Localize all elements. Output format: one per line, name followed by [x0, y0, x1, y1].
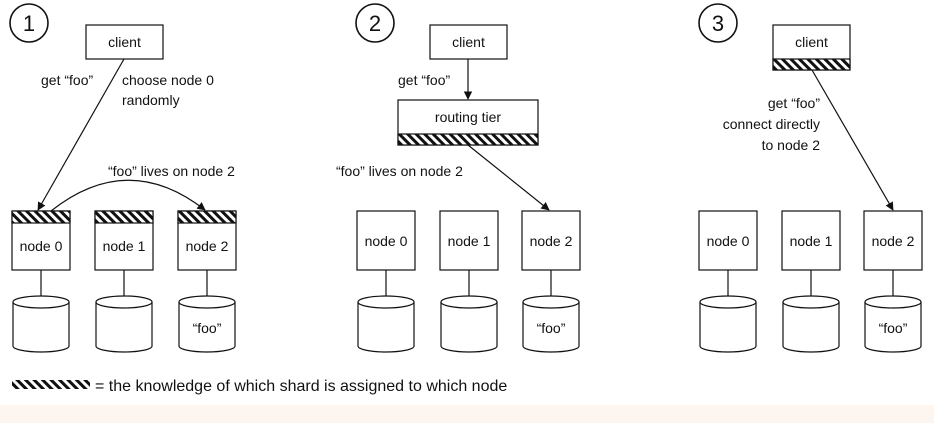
node-0: node 0	[356, 210, 416, 296]
node-label: node 1	[103, 238, 146, 254]
node-label: node 1	[790, 233, 833, 249]
node-label: node 0	[365, 233, 408, 249]
redirect-label: “foo” lives on node 2	[108, 163, 235, 179]
node-label: node 2	[872, 233, 915, 249]
storage-cylinder	[95, 295, 153, 353]
shard-knowledge-hatch	[94, 210, 154, 224]
storage-cylinder	[782, 295, 840, 353]
routing-tier-label: routing tier	[435, 109, 501, 125]
request-label: get “foo”	[41, 72, 93, 88]
redirect-arrow	[50, 179, 206, 212]
direct-request-arrow	[811, 69, 894, 211]
client-box	[85, 24, 164, 60]
route-arrow	[467, 144, 550, 211]
step-number: 1	[23, 11, 35, 36]
node-0: node 0	[698, 210, 758, 296]
request-line-3: to node 2	[762, 137, 821, 153]
client-label: client	[452, 34, 485, 50]
node-label: node 2	[186, 238, 229, 254]
request-label: get “foo”	[398, 72, 450, 88]
request-line-1: get “foo”	[768, 95, 820, 111]
storage-cylinder	[699, 295, 757, 353]
storage-cylinder: “foo”	[864, 295, 922, 353]
storage-label: “foo”	[193, 320, 222, 336]
side-note-line-2: randomly	[122, 92, 180, 108]
step-number-circle	[355, 3, 395, 43]
node-label: node 1	[448, 233, 491, 249]
shard-knowledge-hatch	[397, 133, 539, 146]
node-0: node 0	[11, 210, 71, 296]
client-box	[429, 24, 508, 60]
request-arrow	[37, 58, 125, 211]
node-1: node 1	[94, 210, 154, 296]
storage-cylinder: “foo”	[178, 295, 236, 353]
node-2: node 2	[521, 210, 581, 296]
legend-text: = the knowledge of which shard is assign…	[95, 378, 507, 395]
storage-label: “foo”	[879, 320, 908, 336]
step-number-circle	[9, 3, 49, 43]
footer-band	[0, 405, 934, 423]
client-label: client	[108, 34, 141, 50]
panel-1: 1 client get “foo” choose node 0 randoml…	[9, 3, 237, 353]
node-label: node 0	[707, 233, 750, 249]
step-number: 3	[712, 11, 724, 36]
legend: = the knowledge of which shard is assign…	[12, 378, 507, 395]
request-line-2: connect directly	[723, 116, 820, 132]
legend-hatch-swatch	[12, 380, 90, 389]
panel-2: 2 client get “foo” routing tier “foo” li…	[336, 3, 581, 353]
storage-cylinder: “foo”	[522, 295, 580, 353]
node-1: node 1	[781, 210, 841, 296]
node-label: node 2	[530, 233, 573, 249]
storage-label: “foo”	[537, 320, 566, 336]
step-number: 2	[369, 11, 381, 36]
shard-knowledge-hatch	[11, 210, 71, 224]
node-2: node 2	[177, 210, 237, 296]
step-number-circle	[698, 3, 738, 43]
shard-knowledge-hatch	[177, 210, 237, 224]
storage-cylinder	[12, 295, 70, 353]
storage-cylinder	[357, 295, 415, 353]
client-label: client	[795, 34, 828, 50]
route-note: “foo” lives on node 2	[336, 163, 463, 179]
shard-knowledge-hatch	[772, 58, 851, 71]
panel-3: 3 client get “foo” connect directly to n…	[698, 3, 923, 353]
node-1: node 1	[439, 210, 499, 296]
node-2: node 2	[863, 210, 923, 296]
node-label: node 0	[20, 238, 63, 254]
storage-cylinder	[440, 295, 498, 353]
side-note-line-1: choose node 0	[122, 72, 214, 88]
